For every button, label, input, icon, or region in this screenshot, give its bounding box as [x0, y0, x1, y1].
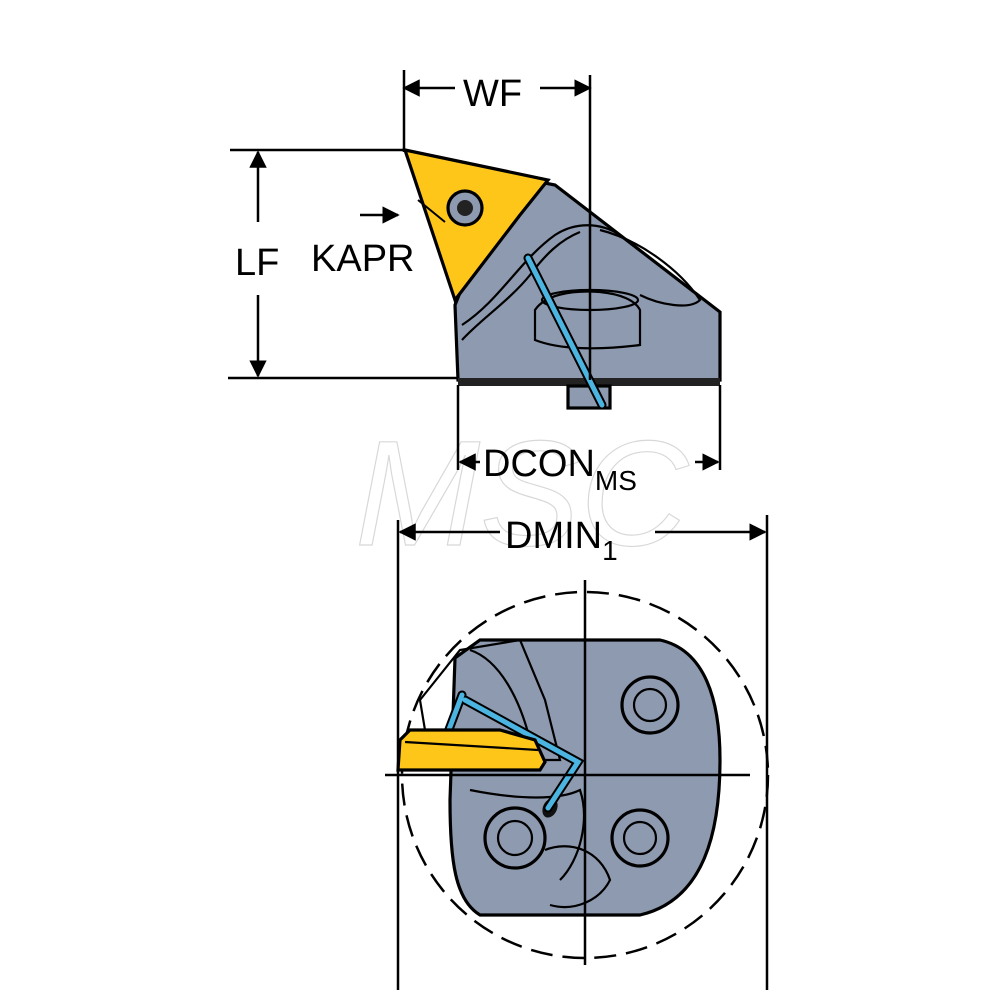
mounting-hole-bottom-right — [610, 808, 670, 868]
body-curve-top — [469, 648, 532, 741]
cutting-insert-top — [396, 728, 547, 772]
mounting-hole-bottom-left — [483, 806, 547, 870]
body-lower-wave — [544, 845, 612, 909]
dcon-main: DCON — [483, 443, 595, 485]
watermark-text: MSC — [355, 409, 690, 577]
dimension-dcon: DCONMS — [456, 385, 722, 496]
dcon-sub: MS — [595, 465, 637, 496]
dmin-label: DMIN1 — [505, 515, 618, 566]
cutting-insert-side — [402, 147, 551, 304]
lf-label: LF — [235, 242, 279, 284]
pocket-curve — [461, 224, 621, 326]
coolant-channel-side-fill — [525, 255, 605, 408]
dimension-kapr: KAPR — [311, 199, 446, 280]
dimension-wf: WF — [402, 70, 592, 152]
body-wave — [461, 230, 581, 341]
wf-label: WF — [463, 73, 522, 115]
dcon-label: DCONMS — [483, 443, 637, 496]
pocket-curve-2 — [599, 228, 702, 307]
dmin-circle — [400, 590, 770, 960]
mounting-hole-top-right — [620, 675, 680, 735]
kapr-label: KAPR — [311, 238, 414, 280]
body-curve-mid — [469, 788, 586, 881]
insert-edge-line — [404, 740, 539, 752]
dmin-main: DMIN — [505, 515, 602, 557]
dmin-sub: 1 — [602, 535, 618, 566]
dimension-lf: LF — [228, 148, 458, 380]
insert-screw-inner — [457, 200, 473, 216]
side-view — [402, 147, 722, 410]
